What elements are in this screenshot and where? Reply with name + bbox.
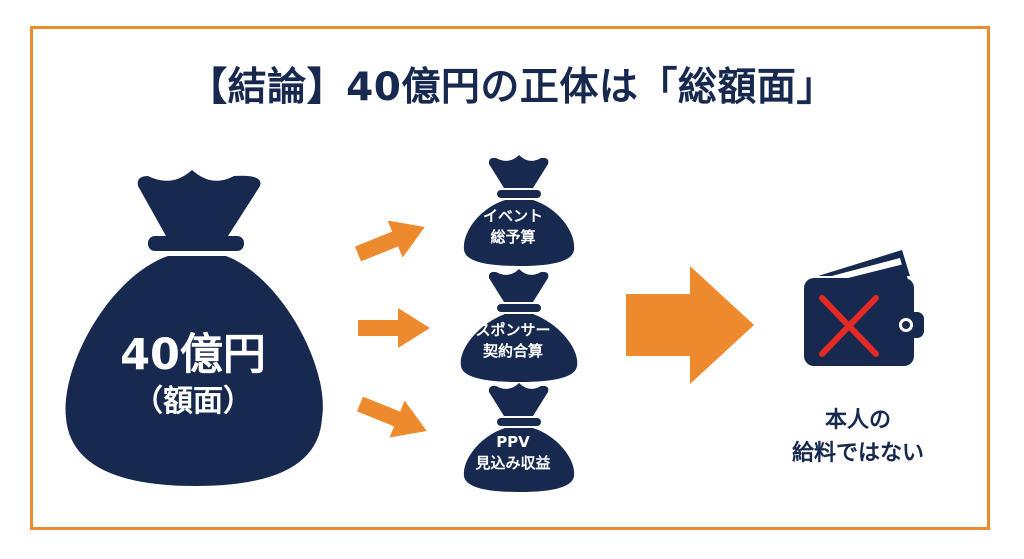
component-line1: スポンサー [475, 321, 551, 339]
total-amount-note: （額面） [133, 384, 253, 419]
small-money-bag-icon [463, 155, 575, 266]
component-line1: PPV [496, 433, 530, 451]
arrow-right-icon [358, 308, 430, 348]
large-money-bag-icon [65, 170, 323, 486]
component-line1: イベント [482, 207, 543, 225]
small-money-bag-icon [460, 269, 578, 382]
component-label-event: イベント 総予算 [448, 206, 578, 248]
component-label-ppv: PPV 見込み収益 [448, 432, 578, 474]
arrow-right-icon [355, 220, 425, 262]
component-line2: 契約合算 [482, 342, 543, 360]
cross-icon [819, 295, 879, 357]
total-amount-label: 40億円 [120, 330, 266, 380]
content-frame [30, 26, 990, 530]
arrow-right-icon [357, 396, 427, 438]
result-line2: 給料ではない [791, 441, 924, 466]
result-text: 本人の 給料ではない [768, 404, 948, 470]
component-line2: 総予算 [490, 228, 536, 246]
large-arrow-right-icon [626, 266, 754, 384]
result-line1: 本人の [824, 408, 891, 433]
component-line2: 見込み収益 [475, 454, 551, 472]
component-label-sponsor: スポンサー 契約合算 [448, 320, 578, 362]
page-title: 【結論】40億円の正体は「総額面」 [188, 65, 836, 110]
small-money-bag-icon [463, 383, 575, 492]
